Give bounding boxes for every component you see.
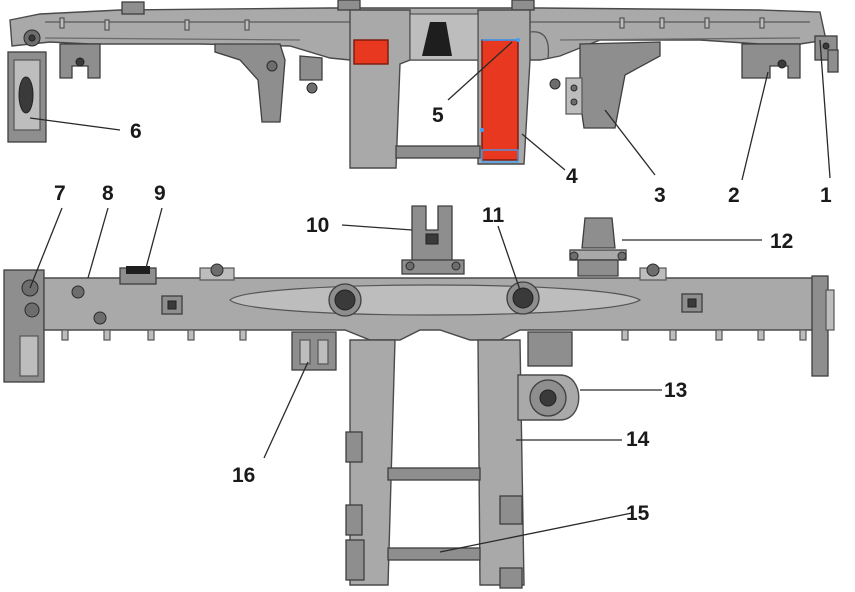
bolt-fitting-8	[71, 285, 85, 299]
callout-15: 15	[626, 502, 650, 525]
callout-6: 6	[130, 120, 142, 143]
bottom-tabs	[61, 329, 807, 341]
leader-lines	[29, 39, 831, 553]
callout-9: 9	[154, 182, 166, 205]
top-lugs	[59, 0, 765, 31]
callout-12: 12	[770, 230, 793, 253]
red-reinforcement-left	[353, 39, 389, 65]
callout-5: 5	[432, 104, 444, 127]
center-opening	[422, 22, 452, 56]
center-oval-plate	[229, 284, 642, 316]
hanger-bracket-left	[214, 43, 286, 123]
bracket-16	[291, 331, 337, 371]
callout-4: 4	[566, 165, 578, 188]
callout-10: 10	[306, 214, 329, 237]
upright-bracket-10	[401, 205, 465, 275]
callout-13: 13	[664, 379, 687, 402]
cross-tube-upper	[387, 467, 481, 481]
callout-11: 11	[482, 204, 505, 227]
callout-14: 14	[626, 428, 650, 451]
cone-mount-12	[569, 217, 627, 277]
callout-3: 3	[654, 184, 666, 207]
callout-16: 16	[232, 464, 255, 487]
spring-bracket-left	[59, 43, 101, 79]
frame-side-view	[7, 0, 839, 169]
callout-2: 2	[728, 184, 740, 207]
longitudinal-member-14	[477, 339, 525, 586]
callout-8: 8	[102, 182, 114, 205]
side-tie-bar	[395, 145, 481, 159]
hanger-bracket-3	[579, 41, 661, 129]
callout-1: 1	[820, 184, 832, 207]
red-reinforcement-plate	[481, 39, 519, 161]
callout-7: 7	[54, 182, 66, 205]
cross-tube-15	[387, 547, 481, 561]
center-crossmember-left-leg	[349, 9, 411, 169]
spring-bracket-2	[741, 43, 801, 79]
callout-labels: 1 2 3 4 5 6 7 8 9 10 11 12 13 14 15 16	[54, 104, 832, 525]
frame-plan-view	[3, 205, 835, 589]
roller-13	[517, 374, 580, 421]
